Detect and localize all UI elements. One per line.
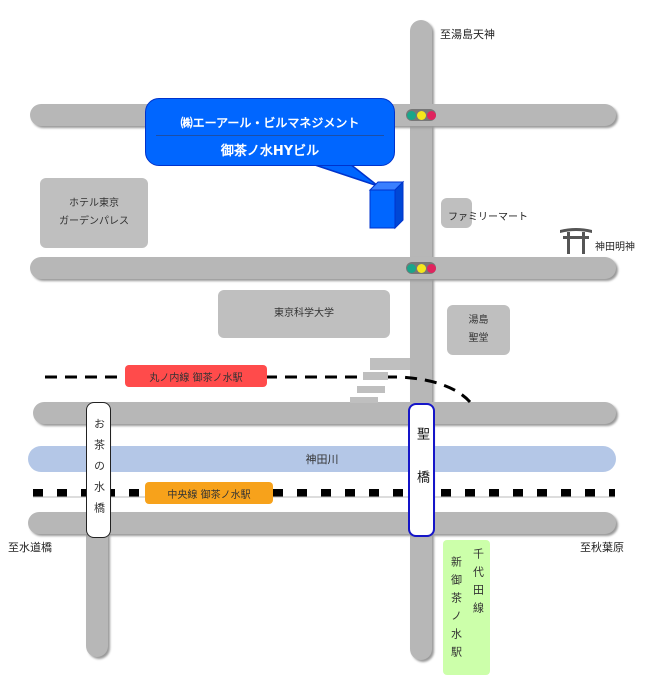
traffic-light-icon [406,109,436,121]
familymart-building [441,198,472,228]
marunouchi-line-track [45,375,472,404]
kanda-river: 神田川 [28,446,616,472]
chiyoda-line-label: 千代田線 [471,548,485,620]
hotel-tokyo-garden-palace: ホテル東京 ガーデンパレス [40,178,148,248]
yushima-seido: 湯島 聖堂 [447,305,510,355]
kanda-myojin-label: 神田明神 [595,242,635,253]
river-label: 神田川 [305,453,339,466]
torii-icon [560,228,592,254]
tokyo-science-university: 東京科学大学 [218,290,390,338]
company-name: ㈱エーアール・ビルマネジメント [156,99,384,136]
ochanomizu-bridge: お茶の水橋 [86,402,111,538]
familymart-label: ファミリーマート [448,212,528,223]
direction-east: 至秋葉原 [580,541,624,554]
building-callout: ㈱エーアール・ビルマネジメント 御茶ノ水HYビル [145,98,395,166]
chiyoda-line-box: 千代田線 新御茶ノ水駅 [443,540,490,675]
traffic-light-icon [406,262,436,274]
chuo-station-label: 中央線 御茶ノ水駅 [145,482,273,504]
road-horizontal-2 [30,257,616,279]
building-cube-icon [369,189,396,229]
marunouchi-station-label: 丸ノ内線 御茶ノ水駅 [125,365,267,387]
hijiri-bridge: 聖橋 [408,403,435,537]
road-horizontal-3 [33,402,616,424]
building-name: 御茶ノ水HYビル [220,144,320,159]
direction-north: 至湯島天神 [440,28,495,41]
direction-west: 至水道橋 [8,541,52,554]
road-horizontal-4 [28,512,616,534]
shin-ochanomizu-station-label: 新御茶ノ水駅 [449,556,463,664]
